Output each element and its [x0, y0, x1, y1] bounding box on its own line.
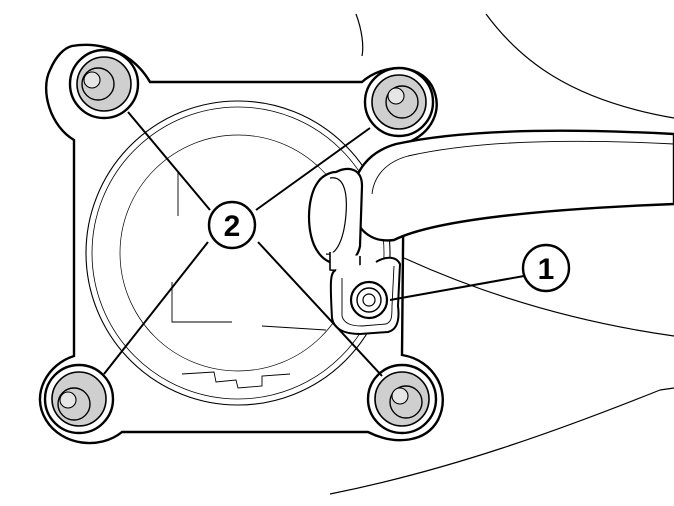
leader-2-top-left [127, 111, 211, 211]
leader-2-bottom-right [257, 241, 383, 377]
mounting-bolt-bottom-right [366, 363, 438, 435]
bracket-inner-edge [341, 265, 395, 327]
hose [350, 129, 674, 242]
leader-1 [389, 275, 525, 301]
filter-housing [85, 100, 391, 406]
callout-1-label: 1 [538, 253, 555, 286]
housing-inner-detail [171, 172, 327, 389]
leader-lines [103, 111, 525, 377]
mounting-bolt-bottom-left [43, 363, 115, 435]
leader-2-bottom-left [103, 241, 209, 375]
mounting-bolt-top-left [68, 48, 140, 120]
mounting-bolt-top-right [363, 66, 435, 138]
bracket-screw [349, 280, 389, 320]
hose-assembly [308, 129, 674, 335]
fitting-collar [325, 177, 347, 255]
background-contours [329, 13, 674, 495]
callout-2-label: 2 [224, 210, 241, 243]
callout-1: 1 [521, 243, 571, 293]
callout-2: 2 [207, 200, 257, 250]
leader-2-top-right [255, 127, 371, 211]
hose-fitting [308, 167, 364, 266]
hose-edge-line [371, 140, 674, 195]
